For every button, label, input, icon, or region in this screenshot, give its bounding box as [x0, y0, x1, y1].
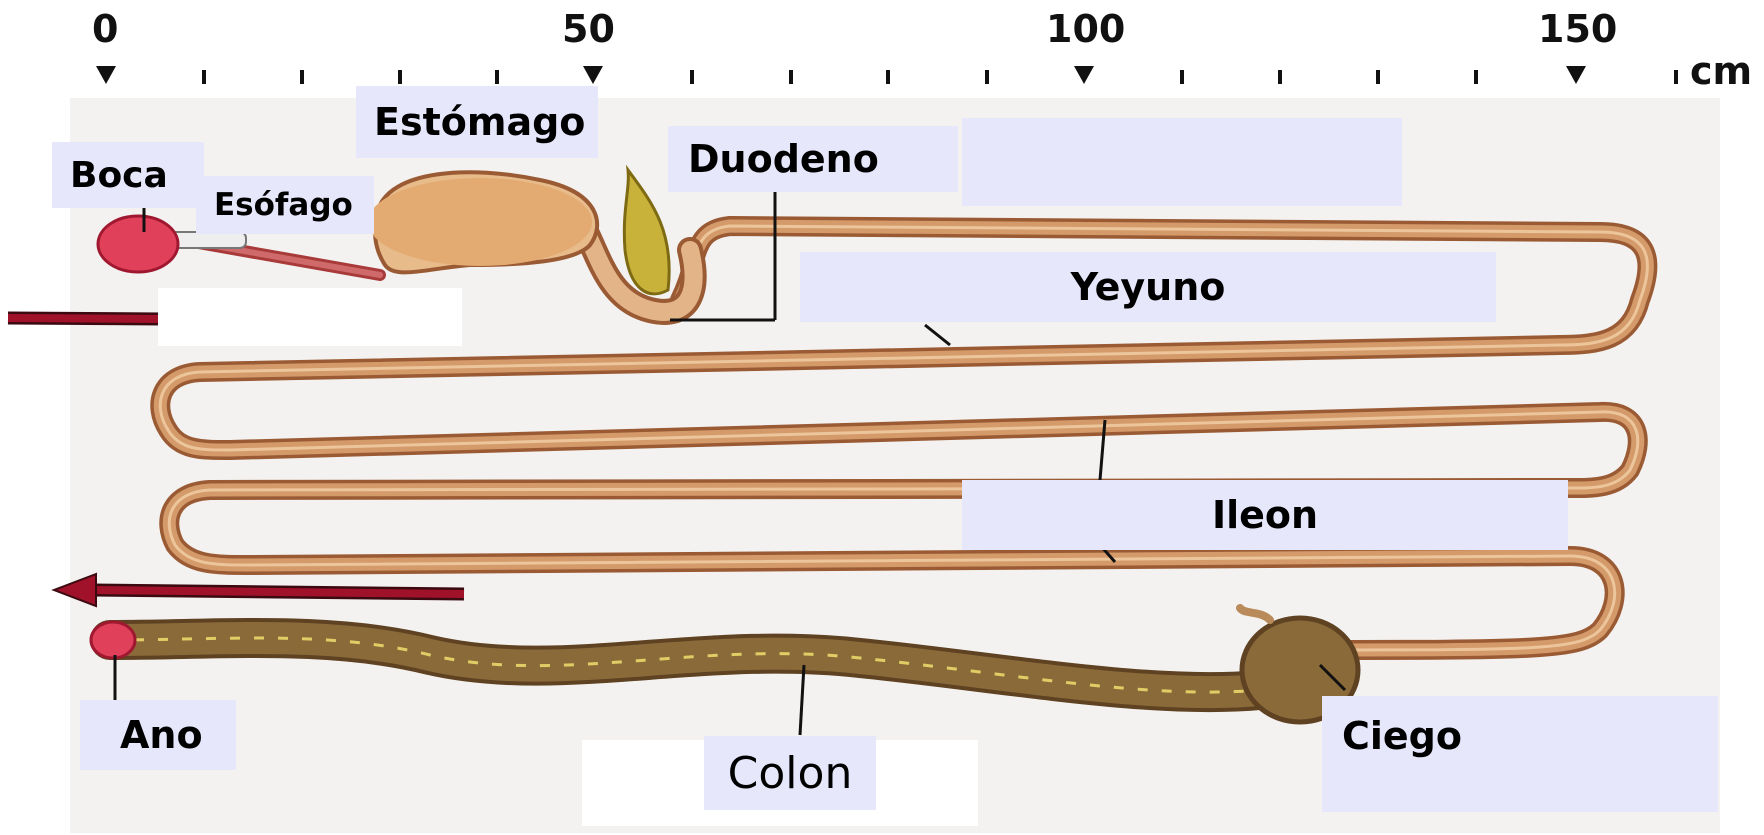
stomach-cover [368, 178, 592, 266]
stomach [368, 172, 597, 272]
label-ano: Ano [80, 700, 236, 770]
unit-label: cm [1690, 52, 1752, 90]
label-ileon: Ileon [962, 480, 1568, 550]
label-yeyuno: Yeyuno [800, 252, 1496, 322]
label-duodeno: Duodeno [668, 126, 958, 192]
tick-label-100: 100 [1046, 10, 1125, 48]
ruler [96, 66, 1676, 84]
tick-marker-0 [96, 66, 116, 84]
label-ciego: Ciego [1322, 696, 1718, 812]
teeth [168, 232, 246, 248]
tick-label-50: 50 [562, 10, 615, 48]
label-estomago: Estómago [356, 86, 598, 158]
anus [91, 622, 135, 658]
label-esofago: Esófago [196, 176, 374, 234]
tick-marker-50 [583, 66, 603, 84]
tick-label-150: 150 [1538, 10, 1617, 48]
label-colon: Colon [704, 736, 876, 810]
tick-marker-150 [1566, 66, 1586, 84]
tick-marker-100 [1074, 66, 1094, 84]
mouth [98, 216, 178, 272]
blank-label-box [962, 118, 1402, 206]
tick-label-0: 0 [92, 10, 118, 48]
blank-cover-box [158, 288, 462, 346]
label-boca: Boca [52, 142, 204, 208]
minor-ticks [204, 70, 1676, 84]
